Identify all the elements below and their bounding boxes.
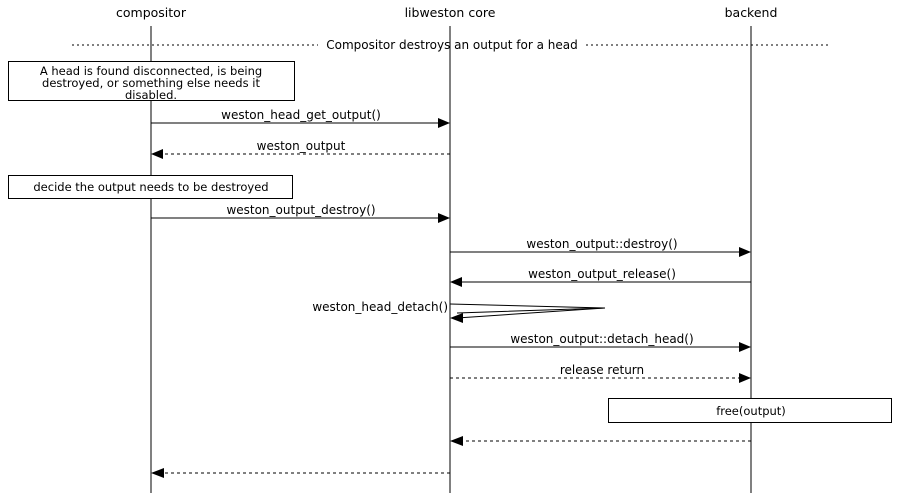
message-label-weston-head-get-output: weston_head_get_output() xyxy=(221,108,381,122)
arrow-head-weston-output-release xyxy=(450,277,462,287)
arrow-head-release-return xyxy=(739,373,751,383)
lifeline-label-compositor: compositor xyxy=(116,5,187,20)
message-line-weston-head-detach-out xyxy=(449,303,606,314)
arrow-head-weston-output-destroy xyxy=(438,213,450,223)
note-free-output-line-1: free(output) xyxy=(716,404,786,418)
lifeline-label-libweston-core: libweston core xyxy=(405,5,496,20)
message-line-weston-head-detach-back xyxy=(456,307,606,319)
note-head-disconnected-line-1: A head is found disconnected, is being xyxy=(40,64,262,78)
arrow-head-destroy-return xyxy=(151,468,164,478)
message-label-weston-output-return: weston_output xyxy=(257,139,346,153)
arrow-head-weston-head-detach xyxy=(450,313,463,323)
message-label-weston-output-destroy-vfunc: weston_output::destroy() xyxy=(526,237,677,251)
message-label-weston-output-destroy: weston_output_destroy() xyxy=(226,203,375,217)
message-label-weston-head-detach: weston_head_detach() xyxy=(312,300,448,314)
arrow-head-weston-head-get-output xyxy=(438,118,450,128)
separator-title: Compositor destroys an output for a head xyxy=(326,38,578,52)
arrow-head-weston-output-detach-head xyxy=(739,342,751,352)
note-free-output-box xyxy=(608,398,892,423)
arrow-head-weston-output-return xyxy=(151,149,163,159)
message-label-weston-output-detach-head: weston_output::detach_head() xyxy=(510,332,693,346)
lifeline-label-backend: backend xyxy=(725,5,778,20)
note-decide-destroy-line-1: decide the output needs to be destroyed xyxy=(33,180,268,194)
note-head-disconnected-box xyxy=(8,61,295,101)
note-head-disconnected-line-3: disabled. xyxy=(125,88,177,102)
message-label-weston-output-release: weston_output_release() xyxy=(528,267,676,281)
message-label-release-return: release return xyxy=(560,363,644,377)
arrow-head-weston-output-destroy-vfunc xyxy=(739,247,751,257)
note-head-disconnected-line-2: destroyed, or something else needs it xyxy=(42,76,260,90)
note-decide-destroy-box xyxy=(8,175,293,199)
arrow-head-free-return xyxy=(450,436,463,446)
